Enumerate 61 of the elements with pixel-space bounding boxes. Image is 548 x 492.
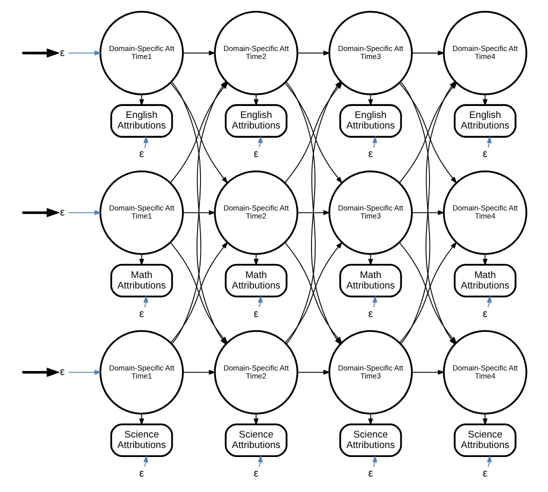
arrow xyxy=(368,94,373,106)
node-text: ε xyxy=(482,467,487,480)
arrow xyxy=(411,370,444,375)
arrow xyxy=(68,210,102,216)
node-text: ε xyxy=(253,148,258,160)
node-box: Math Attributions xyxy=(453,264,516,298)
arrow xyxy=(482,94,488,106)
arrow xyxy=(486,296,492,308)
arrow xyxy=(482,413,488,426)
node-text: ε xyxy=(60,46,64,59)
arrow xyxy=(486,455,492,468)
arrow xyxy=(68,50,102,56)
node-box: English Attributions xyxy=(224,104,287,138)
node-text: ε xyxy=(368,148,372,160)
arrow xyxy=(253,413,258,426)
node-text: ε xyxy=(253,467,258,480)
arrow xyxy=(411,50,444,56)
node-text: ε xyxy=(368,308,372,320)
arrow xyxy=(253,94,258,106)
node-box: English Attributions xyxy=(338,104,402,138)
arrow xyxy=(372,455,377,468)
arrow xyxy=(24,368,60,377)
node-text: ε xyxy=(138,467,144,480)
arrow xyxy=(138,94,144,106)
node-text: ε xyxy=(253,308,258,320)
node-box: Math Attributions xyxy=(224,264,287,298)
node-text: ε xyxy=(482,308,487,320)
arrow xyxy=(482,254,488,266)
arrow xyxy=(368,254,373,266)
node-text: ε xyxy=(482,148,487,160)
node-text: ε xyxy=(368,467,372,480)
node-box: Science Attributions xyxy=(453,423,516,457)
node-box: Science Attributions xyxy=(338,423,402,457)
arrow xyxy=(182,370,216,375)
node-box: Math Attributions xyxy=(338,264,402,298)
arrow xyxy=(182,50,216,56)
node-text: ε xyxy=(138,148,144,160)
arrow xyxy=(253,254,258,266)
arrow xyxy=(257,455,262,468)
node-text: ε xyxy=(60,206,64,218)
arrow xyxy=(257,296,262,308)
node-box: Math Attributions xyxy=(110,264,172,298)
node-box: Science Attributions xyxy=(224,423,287,457)
arrow xyxy=(411,210,444,216)
arrow xyxy=(296,210,330,216)
node-box: English Attributions xyxy=(453,104,516,138)
arrow xyxy=(138,413,144,426)
arrow xyxy=(372,296,377,308)
arrow xyxy=(182,210,216,216)
arrow xyxy=(142,455,148,468)
arrow xyxy=(24,48,60,58)
arrow xyxy=(368,413,373,426)
arrow xyxy=(138,254,144,266)
node-box: Science Attributions xyxy=(110,423,172,457)
arrow xyxy=(24,208,60,218)
arrow xyxy=(68,370,102,375)
arrow xyxy=(296,50,330,56)
node-text: ε xyxy=(60,366,64,378)
node-text: ε xyxy=(138,308,144,320)
arrow xyxy=(296,370,330,375)
node-box: English Attributions xyxy=(110,104,172,138)
